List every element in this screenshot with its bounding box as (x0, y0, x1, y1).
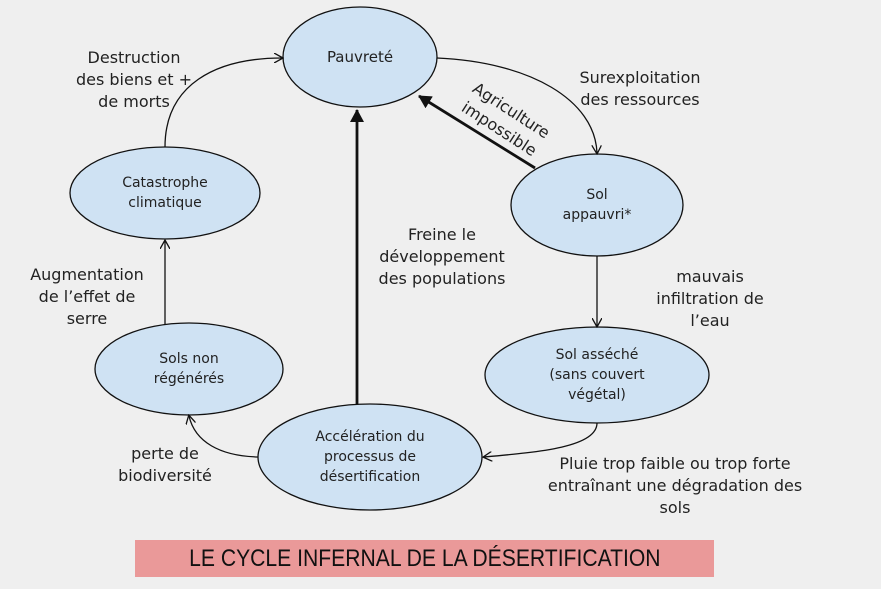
node-sol-asseche: Sol asséché (sans couvert végétal) (485, 327, 709, 423)
arrow-sol-asseche-to-acceleration (484, 422, 598, 457)
label-mauvais: mauvais infiltration de l’eau (630, 266, 790, 332)
node-sols-non-regeneres: Sols non régénérés (95, 323, 283, 415)
node-catastrophe: Catastrophe climatique (70, 147, 260, 239)
diagram-title: LE CYCLE INFERNAL DE LA DÉSERTIFICATION (188, 544, 661, 572)
label-line: Augmentation (30, 265, 144, 284)
node-label-line: processus de (324, 449, 416, 465)
label-line: Surexploitation (579, 68, 701, 87)
label-line: développement (379, 247, 505, 266)
node-label-line: végétal) (568, 387, 626, 403)
node-pauvrete-label: Pauvreté (326, 48, 394, 66)
label-line: de l’effet de (38, 287, 136, 306)
label-line: Pluie trop faible ou trop forte (559, 454, 791, 473)
label-line: des populations (378, 269, 506, 288)
label-destruction: Destruction des biens et + de morts (64, 47, 204, 113)
node-label-line: (sans couvert (549, 367, 645, 383)
diagram-title-banner: LE CYCLE INFERNAL DE LA DÉSERTIFICATION (135, 540, 714, 577)
label-perte: perte de biodiversité (100, 443, 230, 487)
arrow-acceleration-to-sols-non-regeneres (189, 416, 259, 458)
node-label-line: régénérés (153, 371, 225, 387)
label-line: serre (66, 309, 108, 328)
arrow-catastrophe-to-pauvrete (164, 58, 282, 148)
label-line: Freine le (408, 225, 476, 244)
node-label-line: Catastrophe (122, 175, 208, 191)
label-line: mauvais (676, 267, 744, 286)
node-label-line: appauvri* (562, 207, 632, 223)
label-line: entraînant une dégradation des (547, 476, 803, 495)
node-label-line: désertification (319, 469, 421, 485)
node-label-line: Sol asséché (555, 347, 639, 363)
label-line: Destruction (87, 48, 181, 67)
node-label-line: Accélération du (315, 429, 425, 445)
arrow-sol-appauvri-to-pauvrete (418, 94, 536, 170)
label-line: infiltration de (656, 289, 764, 308)
label-surexploitation: Surexploitation des ressources (560, 67, 720, 111)
node-pauvrete: Pauvreté (283, 7, 437, 107)
label-line: perte de (131, 444, 199, 463)
node-acceleration: Accélération du processus de désertificati… (258, 404, 482, 510)
node-label-line: Sols non (159, 351, 219, 367)
label-line: sols (659, 498, 691, 517)
node-sol-appauvri: Sol appauvri* (511, 154, 683, 256)
node-label-line: climatique (128, 195, 202, 211)
node-label-line: Sol (586, 187, 608, 203)
label-line: de morts (98, 92, 170, 111)
label-augmentation: Augmentation de l’effet de serre (12, 264, 162, 330)
label-pluie: Pluie trop faible ou trop forte entraînan… (520, 453, 830, 519)
label-freine: Freine le développement des populations (362, 224, 522, 290)
arrow-pauvrete-to-sol-appauvri (436, 57, 597, 153)
label-line: des ressources (580, 90, 700, 109)
label-line: biodiversité (118, 466, 212, 485)
label-line: des biens et + (75, 70, 193, 89)
label-line: l’eau (690, 311, 730, 330)
